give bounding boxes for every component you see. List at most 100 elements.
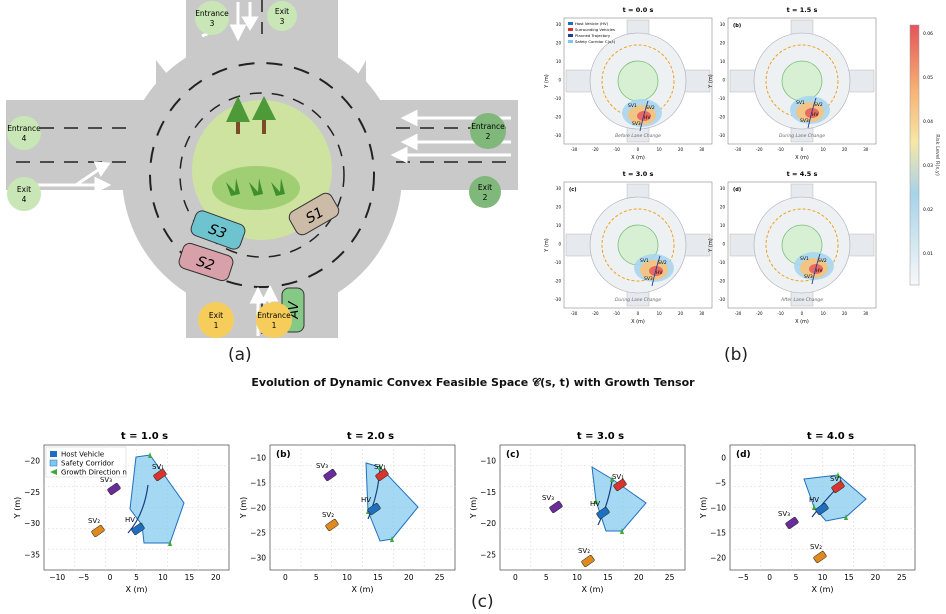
feasible-x-tick: 15 [185, 573, 195, 582]
feasible-y-tick: −30 [24, 519, 40, 528]
heatmap-legend-label: Host Vehicle (HV) [575, 21, 609, 26]
heatmap-panel-title: t = 4.5 s [787, 170, 818, 178]
svg-text:3: 3 [210, 19, 215, 28]
svg-text:1: 1 [214, 321, 219, 330]
heatmap-y-tick: 0 [722, 78, 725, 83]
growth-arrow [378, 464, 382, 470]
feasible-y-tick: −15 [250, 479, 266, 488]
growth-arrow [610, 476, 614, 482]
host-trajectory [597, 480, 613, 526]
heatmap-legend-label: Safety Corridor C(s,t) [575, 39, 616, 44]
label-sv2: SV₂ [578, 547, 590, 555]
heatmap-panel-title: t = 0.0 s [623, 6, 654, 14]
exit-1-marker: Exit 1 [198, 302, 234, 338]
heatmap-y-tick: -10 [554, 260, 561, 265]
svg-text:Entrance: Entrance [471, 122, 505, 131]
heatmap-panel-note: During Lane Change [615, 297, 661, 303]
heatmap-x-tick: -20 [592, 147, 599, 152]
heatmap-panel-note: After Lane Change [780, 297, 823, 303]
feasible-x-tick: 10 [572, 573, 582, 582]
heatmap-x-tick: 20 [842, 147, 848, 152]
colorbar-label: Risk Level R(x,y) [934, 134, 940, 176]
colorbar-tick: 0.01 [923, 251, 933, 257]
label-sv1: SV₁ [374, 463, 386, 471]
heatmap-panel-tag: (c) [569, 187, 577, 193]
feasible-ylabel: Y (m) [13, 497, 22, 519]
heatmap-panel-title: t = 3.0 s [623, 170, 654, 178]
svg-text:Exit: Exit [478, 183, 492, 192]
heatmap-y-tick: -20 [554, 279, 561, 284]
heatmap-y-tick: -10 [554, 96, 561, 101]
svg-text:Entrance: Entrance [195, 9, 229, 18]
heatmap-x-tick: 10 [821, 311, 827, 316]
legend-corridor-label: Safety Corridor [61, 460, 114, 468]
growth-arrow [168, 540, 172, 546]
caption-c: (c) [471, 592, 494, 612]
heatmap-xlabel: X (m) [631, 319, 645, 325]
label-hv: HV [590, 500, 600, 508]
vehicle-label-sv3: SV3 [632, 121, 641, 127]
heatmap-x-tick: 0 [637, 311, 640, 316]
feasible-y-tick: −20 [480, 519, 496, 528]
feasible-x-tick: 0 [108, 573, 113, 582]
bush-patch [212, 166, 300, 210]
vehicle-label-hv: HV [816, 268, 823, 274]
vehicle-label-sv1: SV1 [796, 100, 805, 106]
feasible-y-tick: −20 [24, 457, 40, 466]
svg-text:4: 4 [22, 195, 27, 204]
heatmap-ylabel: Y (m) [708, 238, 714, 252]
heatmap-x-tick: 0 [801, 147, 804, 152]
grass-icon [226, 178, 285, 196]
exit-4-marker: Exit 4 [7, 177, 41, 211]
feasible-y-tick: −10 [250, 454, 266, 463]
heatmap-ylabel: Y (m) [544, 74, 550, 88]
feasible-y-tick: −25 [250, 529, 266, 538]
legend-growth-icon [50, 469, 57, 475]
growth-arrow [148, 452, 152, 458]
heatmap-y-tick: -30 [554, 133, 561, 138]
roundabout-scene: S3 S2 S1 AV Entrance 4 Exit 4 Entrance 3… [6, 0, 518, 338]
lane-arrows [16, 2, 511, 336]
growth-arrow [836, 472, 840, 478]
heatmap-x-tick: -30 [571, 147, 578, 152]
feasible-y-tick: −20 [710, 554, 726, 563]
sv1-vehicle [613, 479, 627, 491]
figure-title: Evolution of Dynamic Convex Feasible Spa… [251, 376, 695, 389]
heatmap-y-tick: 10 [556, 59, 562, 64]
heatmap-legend-label: Planned Trajectory [575, 33, 611, 38]
heatmap-legend-swatch [568, 40, 573, 43]
svg-text:Exit: Exit [209, 311, 223, 320]
heatmap-x-tick: 30 [863, 311, 869, 316]
heatmap-panel-tag: (d) [733, 187, 741, 193]
feasible-panel-tag: (b) [276, 450, 291, 460]
feasible-x-tick: 15 [373, 573, 383, 582]
growth-arrow [620, 528, 624, 534]
label-sv2: SV₂ [322, 511, 334, 519]
heatmap-x-tick: 20 [678, 311, 684, 316]
heatmap-y-tick: 10 [720, 59, 726, 64]
colorbar-tick: 0.04 [923, 119, 933, 125]
growth-arrow [594, 498, 598, 504]
heatmap-y-tick: 10 [556, 223, 562, 228]
vehicle-s1: S1 [288, 192, 340, 236]
heatmap-y-tick: -30 [554, 297, 561, 302]
heatmap-x-tick: 10 [657, 311, 663, 316]
feasible-x-tick: 15 [603, 573, 613, 582]
svg-text:Entrance: Entrance [7, 124, 41, 133]
sv1-vehicle [831, 481, 845, 493]
feasible-x-tick: 5 [134, 573, 139, 582]
ring-island [781, 60, 823, 102]
vehicle-label-sv2: SV2 [818, 258, 827, 264]
feasible-x-tick: 10 [342, 573, 352, 582]
vehicle-label-sv3: SV3 [800, 118, 809, 124]
ring-centerline [601, 208, 675, 282]
label-sv1: SV₁ [152, 463, 164, 471]
growth-arrow [812, 504, 816, 510]
sv3-vehicle [785, 517, 799, 529]
vehicle-label-hv: HV [812, 112, 819, 118]
heatmap-y-tick: -30 [718, 133, 725, 138]
legend-host-label: Host Vehicle [61, 451, 104, 459]
